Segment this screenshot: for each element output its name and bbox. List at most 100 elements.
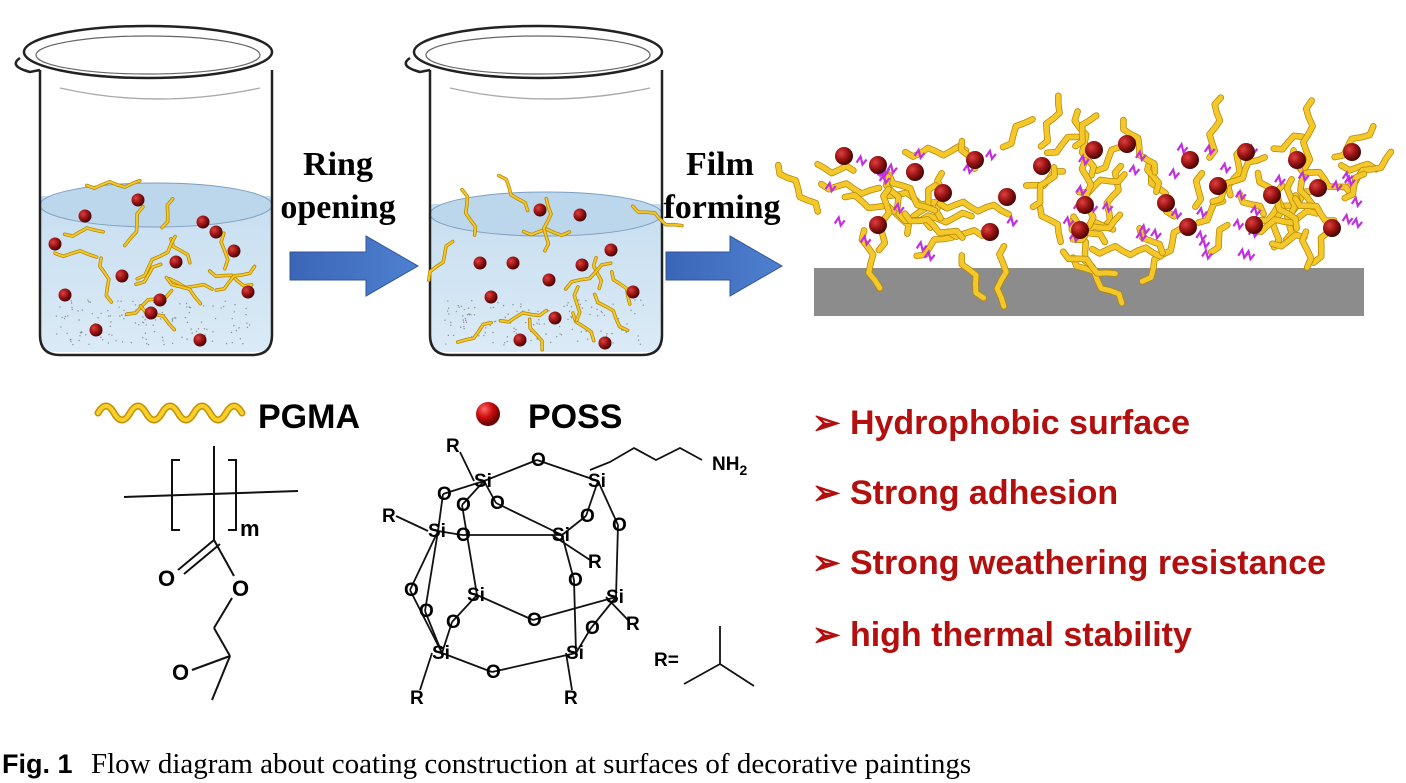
beaker-2-glass (428, 70, 664, 357)
poss-particle (906, 163, 924, 181)
arrow-2-shape (665, 235, 784, 297)
pgma-carbonyl-o: O (158, 566, 175, 591)
poss-particle (1179, 218, 1197, 236)
svg-text:➢ Strong weathering resistance: ➢ Strong weathering resistance (812, 544, 1326, 582)
r-group-label: R (564, 688, 578, 709)
poss-particle (1085, 141, 1103, 159)
legend: PGMA POSS (94, 398, 622, 436)
arrow-2-label-line2: forming (663, 189, 780, 226)
poss-particle (1323, 219, 1341, 237)
poss-particle (209, 225, 223, 239)
poss-r-definition: R= (654, 650, 679, 671)
o-atom-label: O (456, 525, 471, 546)
svg-text:➢ Strong adhesion: ➢ Strong adhesion (812, 474, 1118, 512)
poss-particle (1343, 143, 1361, 161)
o-atom-label: O (527, 610, 542, 631)
poss-particle (193, 333, 207, 347)
poss-particle (1245, 216, 1263, 234)
r-group-label: R (382, 506, 396, 527)
beaker-2-poss-particles (473, 203, 640, 350)
pgma-label: PGMA (258, 398, 360, 436)
si-atom-label: Si (428, 521, 446, 542)
poss-particle (998, 188, 1016, 206)
bullet-arrow-icon: ➢ (812, 404, 850, 442)
arrow-1-label-line1: Ring (303, 146, 373, 183)
poss-particle (533, 203, 547, 217)
si-atom-label: Si (474, 471, 492, 492)
beaker-1-poss-particles (48, 193, 255, 347)
svg-text:➢ high thermal stability: ➢ high thermal stability (812, 616, 1192, 654)
poss-particle (542, 273, 556, 287)
beaker-1-liquid-surface (39, 182, 273, 228)
poss-particle (89, 323, 103, 337)
poss-particle (227, 244, 241, 258)
pgma-structure-labels: m O O O (158, 516, 260, 685)
poss-particle (196, 215, 210, 229)
properties-list: ➢ Hydrophobic surface ➢ Strong adhesion … (812, 404, 1326, 654)
pgma-repeat-m: m (240, 516, 260, 541)
poss-particle (513, 333, 527, 347)
o-atom-label: O (456, 495, 471, 516)
property-2: Strong adhesion (850, 474, 1118, 512)
poss-particle (58, 288, 72, 302)
si-atom-label: Si (432, 643, 450, 664)
r-group-label: R (626, 614, 640, 635)
poss-particle (1237, 143, 1255, 161)
film-crosslinks (824, 141, 1363, 263)
si-atom-label: Si (467, 585, 485, 606)
poss-particle (1263, 186, 1281, 204)
substrate (814, 268, 1364, 316)
poss-label: POSS (528, 398, 622, 436)
poss-particle (78, 209, 92, 223)
r-group-label: R (410, 688, 424, 709)
si-atom-label: Si (588, 471, 606, 492)
figure-caption: Fig. 1 Flow diagram about coating constr… (2, 748, 1402, 782)
figure-label: Fig. 1 (2, 749, 73, 779)
poss-particle (575, 258, 589, 272)
svg-text:➢ Hydrophobic surface: ➢ Hydrophobic surface (812, 404, 1190, 442)
poss-particle (598, 336, 612, 350)
beaker-1-glass (38, 70, 274, 357)
poss-particle (144, 306, 158, 320)
poss-particle (934, 184, 952, 202)
o-atom-label: O (404, 580, 419, 601)
o-atom-label: O (531, 450, 546, 471)
poss-particle (241, 285, 255, 299)
r-group-label: R (588, 552, 602, 573)
o-atom-label: O (486, 662, 501, 683)
film-poss-particles (835, 135, 1361, 241)
arrow-1-label-line2: opening (280, 189, 395, 226)
property-1: Hydrophobic surface (850, 404, 1190, 442)
poss-sphere-icon (476, 402, 500, 426)
r-group-label: R (446, 436, 460, 457)
poss-particle (473, 256, 487, 270)
o-atom-label: O (446, 612, 461, 633)
beaker-2 (404, 24, 684, 357)
o-atom-label: O (612, 515, 627, 536)
poss-particle (1288, 151, 1306, 169)
poss-particle (626, 285, 640, 299)
poss-particle (1033, 157, 1051, 175)
coating-film (775, 92, 1395, 316)
poss-particle (1209, 177, 1227, 195)
poss-particle (48, 237, 62, 251)
o-atom-label: O (568, 570, 583, 591)
poss-particle (1157, 194, 1175, 212)
poss-particle (548, 311, 562, 325)
beaker-1-rim (22, 24, 274, 80)
poss-particle (131, 193, 145, 207)
bullet-arrow-icon: ➢ (812, 616, 850, 654)
property-4: high thermal stability (850, 616, 1192, 654)
pgma-ester-o: O (232, 576, 249, 601)
poss-particle (604, 243, 618, 257)
poss-particle (1181, 151, 1199, 169)
arrow-film-forming: Film forming (663, 146, 784, 297)
arrow-2-label-line1: Film (686, 146, 754, 183)
si-atom-label: Si (606, 587, 624, 608)
diagram-canvas: Ring opening Film forming PGMA POSS (14, 24, 1395, 709)
poss-particle (1076, 196, 1094, 214)
poss-amine-label: NH2 (712, 454, 747, 478)
poss-particle (1071, 221, 1089, 239)
poss-particle (573, 208, 587, 222)
